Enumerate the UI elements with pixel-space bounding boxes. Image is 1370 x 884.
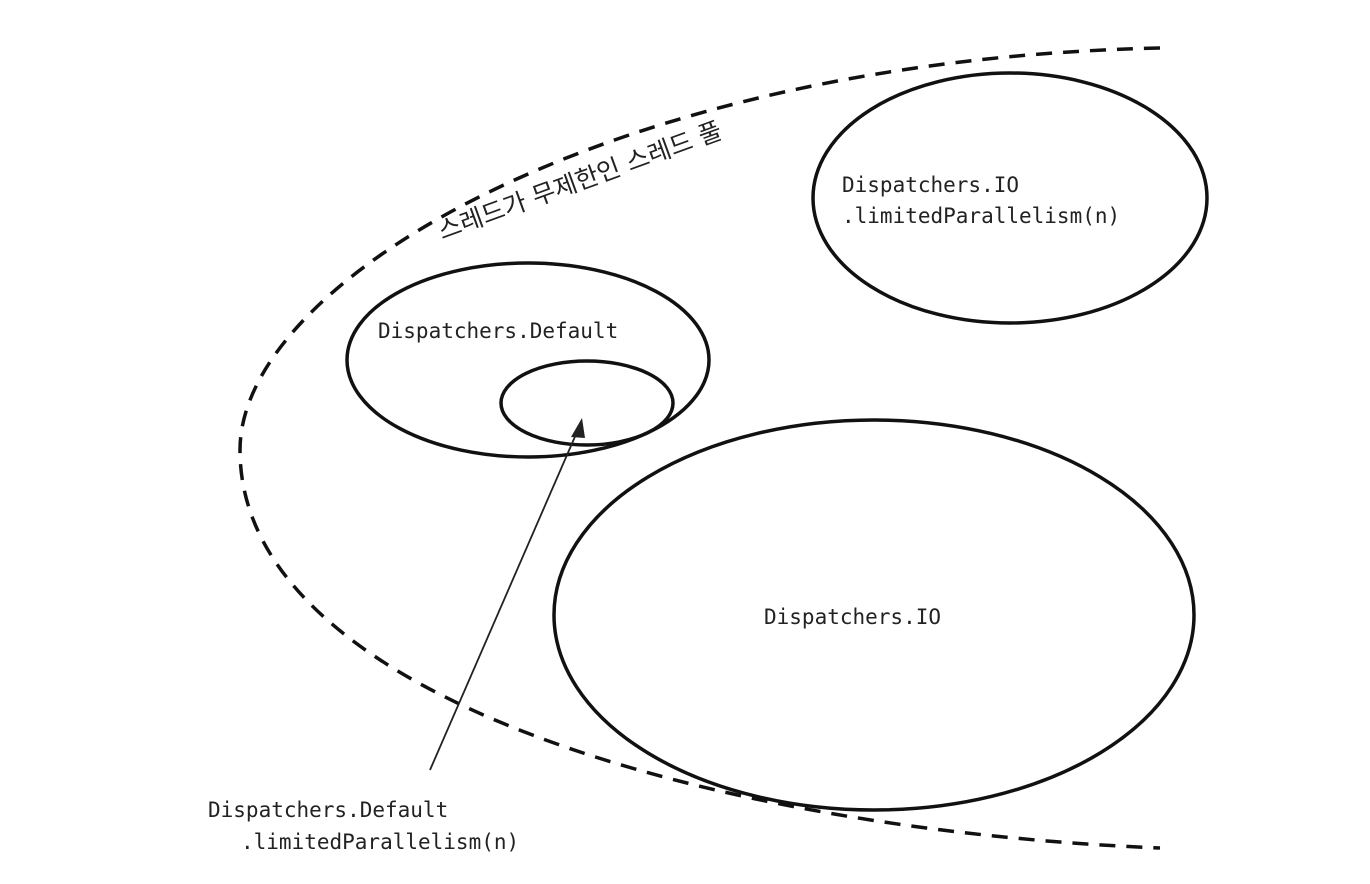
io-dispatcher-ellipse: [552, 418, 1196, 812]
default-limited-ellipse: [499, 359, 675, 447]
default-limited-label-line2: .limitedParallelism(n): [241, 830, 519, 854]
io-dispatcher-label: Dispatchers.IO: [764, 605, 941, 629]
io-limited-label-line2: .limitedParallelism(n): [842, 204, 1120, 228]
default-dispatcher-ellipse: [345, 261, 711, 459]
default-dispatcher-label: Dispatchers.Default: [378, 319, 618, 343]
unlimited-pool-label: 스레드가 무제한인 스레드 풀: [434, 116, 726, 246]
default-limited-label-line1: Dispatchers.Default: [208, 798, 448, 822]
io-limited-ellipse: [811, 71, 1209, 325]
io-limited-label-line1: Dispatchers.IO: [842, 173, 1019, 197]
pointer-arrow-line: [429, 431, 578, 771]
unlimited-pool-boundary: [238, 46, 1161, 850]
pointer-arrow-head: [571, 418, 585, 438]
